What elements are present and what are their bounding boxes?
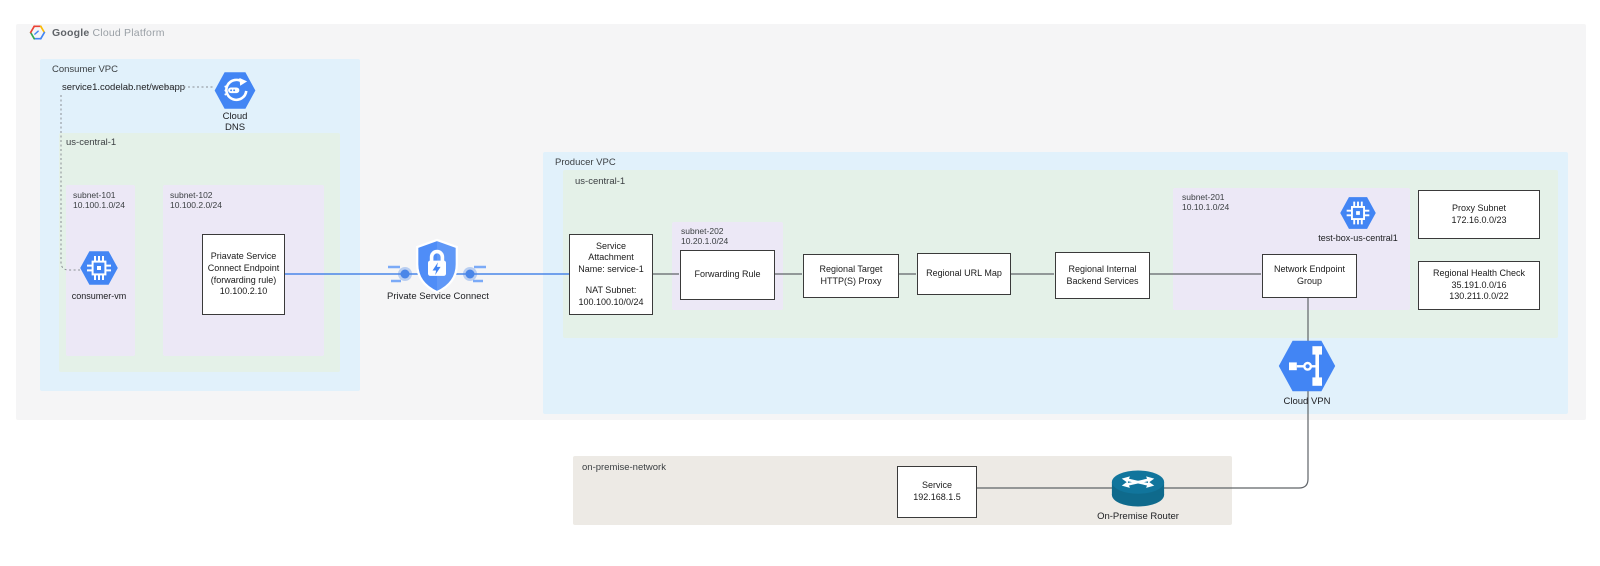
- dns-record-text: service1.codelab.net/webapp: [62, 82, 186, 93]
- onprem-service-box: Service 192.168.1.5: [897, 466, 977, 518]
- subnet-102-cidr: 10.100.2.0/24: [170, 200, 222, 210]
- network-endpoint-group-box: Network Endpoint Group: [1262, 254, 1357, 298]
- service-attachment-box: Service Attachment Name: service-1 NAT S…: [569, 234, 653, 315]
- cloud-dns-icon: [213, 71, 257, 110]
- on-premise-router-icon: [1109, 467, 1167, 510]
- consumer-vm-icon: [79, 250, 119, 286]
- consumer-region-label: us-central-1: [66, 137, 117, 148]
- regional-backend-box: Regional Internal Backend Services: [1055, 252, 1150, 299]
- subnet-102-name: subnet-102: [170, 190, 213, 200]
- test-box-label: test-box-us-central1: [1318, 233, 1398, 243]
- test-box-icon: [1339, 196, 1377, 230]
- subnet-202-name: subnet-202: [681, 226, 724, 236]
- regional-health-check-box: Regional Health Check 35.191.0.0/16 130.…: [1418, 261, 1540, 310]
- private-service-connect-icon: [410, 237, 464, 295]
- subnet-201-name: subnet-201: [1182, 192, 1225, 202]
- regional-url-map-box: Regional URL Map: [917, 253, 1011, 295]
- producer-region-label: us-central-1: [575, 176, 626, 187]
- cloud-vpn-label: Cloud VPN: [1283, 396, 1331, 407]
- regional-target-proxy-box: Regional Target HTTP(S) Proxy: [803, 254, 899, 298]
- on-premise-router-label: On-Premise Router: [1097, 511, 1179, 522]
- cloud-vpn-icon: [1277, 339, 1337, 393]
- subnet-101-name: subnet-101: [73, 190, 116, 200]
- producer-vpc-label: Producer VPC: [555, 157, 616, 168]
- brand-text: Google Cloud Platform: [52, 26, 165, 39]
- subnet-101-cidr: 10.100.1.0/24: [73, 200, 125, 210]
- consumer-vm-label: consumer-vm: [71, 291, 127, 301]
- subnet-201-cidr: 10.10.1.0/24: [1182, 202, 1230, 212]
- gcp-logo-icon: [29, 25, 46, 40]
- forwarding-rule-box: Forwarding Rule: [680, 250, 775, 300]
- subnet-202-cidr: 10.20.1.0/24: [681, 236, 729, 246]
- private-service-connect-label: Private Service Connect: [387, 291, 489, 302]
- on-premise-label: on-premise-network: [582, 462, 666, 473]
- proxy-subnet-box: Proxy Subnet 172.16.0.0/23: [1418, 190, 1540, 239]
- consumer-vpc-label: Consumer VPC: [52, 64, 118, 75]
- cloud-dns-label: Cloud DNS: [222, 111, 248, 133]
- gcp-brand: Google Cloud Platform: [29, 25, 165, 40]
- psc-endpoint-box: Priavate Service Connect Endpoint (forwa…: [202, 234, 285, 315]
